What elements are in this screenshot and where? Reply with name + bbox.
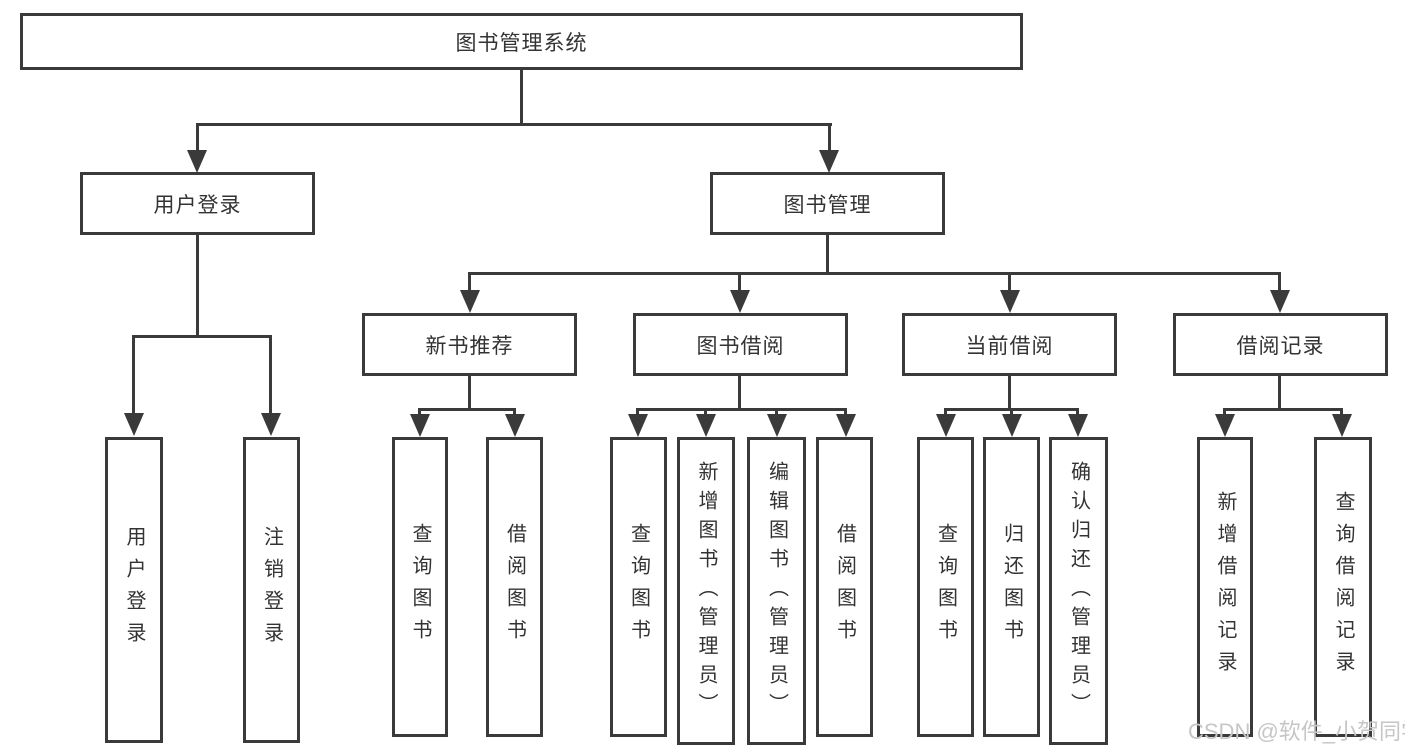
node-book-borrow-label: 图书借阅 [696,334,785,358]
leaf-logout-label: 注销登录 [260,526,283,654]
connector-mgmt-stem [826,235,829,272]
leaf-newbook-query-books: 查询图书 [392,437,448,737]
leaf-current-confirm-return-admin: 确认归还（管理员） [1049,437,1108,745]
connector-stem-cu-return [1010,408,1013,416]
connector-stem-bw-add [704,408,707,416]
connector-stem-leaf-logout [269,335,272,415]
arrow-nb-query [410,414,430,437]
leaf-current-confirm-return-admin-label: 确认归还（管理员） [1067,460,1090,722]
node-new-book-recommend-label: 新书推荐 [425,334,514,358]
connector-records-branch [1223,408,1343,411]
arrow-records [1270,290,1290,313]
connector-stem-records [1278,272,1281,292]
arrow-cu-confirm [1068,414,1088,437]
arrow-leaf-login [124,413,144,436]
leaf-records-query-record: 查询借阅记录 [1314,437,1372,737]
leaf-newbook-query-books-label: 查询图书 [409,523,431,651]
leaf-records-add-record: 新增借阅记录 [1197,437,1253,737]
connector-borrow-stem [738,376,741,410]
leaf-current-return-books: 归还图书 [983,437,1040,737]
leaf-newbook-borrow-books-label: 借阅图书 [503,523,526,651]
leaf-records-add-record-label: 新增借阅记录 [1214,491,1236,683]
connector-stem-user-login [196,123,199,152]
connector-newbook-stem [468,376,471,410]
leaf-current-query-books: 查询图书 [917,437,974,737]
connector-borrow-branch [636,408,847,411]
arrow-user-login [187,150,207,173]
connector-stem-borrow [738,272,741,292]
arrow-nb-borrow [505,414,525,437]
csdn-watermark: CSDN @软件_小贺同学 [1188,719,1405,744]
connector-stem-current [1008,272,1011,292]
connector-stem-bw-borrow [844,408,847,416]
connector-current-stem [1008,376,1011,410]
node-root-label: 图书管理系统 [455,31,588,55]
connector-stem-cu-query [944,408,947,416]
arrow-newbook [460,290,480,313]
node-borrow-records: 借阅记录 [1173,313,1388,376]
connector-mgmt-branch [468,272,1281,275]
arrow-bw-edit [767,414,787,437]
leaf-logout: 注销登录 [243,437,300,743]
node-new-book-recommend: 新书推荐 [362,313,577,376]
arrow-bw-query [628,414,648,437]
leaf-records-query-record-label: 查询借阅记录 [1332,491,1354,683]
leaf-borrow-borrow-books: 借阅图书 [816,437,873,737]
connector-stem-bw-query [636,408,639,416]
leaf-user-login: 用户登录 [105,437,163,743]
leaf-newbook-borrow-books: 借阅图书 [486,437,543,737]
node-book-management-label: 图书管理 [783,193,872,217]
connector-root-branch [196,123,832,126]
connector-stem-rc-add [1223,408,1226,416]
connector-stem-newbook [468,272,471,292]
arrow-rc-add [1215,414,1235,437]
arrow-cu-return [1002,414,1022,437]
arrow-current [1000,290,1020,313]
arrow-borrow [730,290,750,313]
connector-login-stem [196,235,199,337]
leaf-user-login-label: 用户登录 [123,526,145,654]
connector-stem-leaf-login [132,335,135,415]
connector-login-branch [132,335,272,338]
node-root: 图书管理系统 [20,13,1023,70]
connector-root-stem [520,70,523,123]
connector-stem-rc-query [1340,408,1343,416]
arrow-book-mgmt [819,150,839,173]
node-current-borrow: 当前借阅 [902,313,1117,376]
node-book-management: 图书管理 [710,172,945,235]
leaf-borrow-borrow-books-label: 借阅图书 [833,523,856,651]
arrow-cu-query [936,414,956,437]
node-borrow-records-label: 借阅记录 [1236,334,1325,358]
arrow-rc-query [1332,414,1352,437]
leaf-borrow-add-books-admin: 新增图书（管理员） [677,437,735,745]
leaf-borrow-edit-books-admin: 编辑图书（管理员） [747,437,806,745]
connector-stem-cu-confirm [1076,408,1079,416]
node-current-borrow-label: 当前借阅 [965,334,1054,358]
leaf-borrow-query-books-label: 查询图书 [627,523,650,651]
connector-newbook-branch [418,408,516,411]
leaf-current-query-books-label: 查询图书 [934,523,957,651]
connector-stem-nb-borrow [513,408,516,416]
node-book-borrow: 图书借阅 [633,313,848,376]
connector-records-stem [1278,376,1281,410]
arrow-bw-add [696,414,716,437]
node-user-login-branch: 用户登录 [80,172,315,235]
leaf-current-return-books-label: 归还图书 [1000,523,1023,651]
leaf-borrow-query-books: 查询图书 [610,437,667,737]
connector-stem-nb-query [418,408,421,416]
connector-stem-book-mgmt [828,123,831,152]
arrow-bw-borrow [836,414,856,437]
arrow-leaf-logout [261,413,281,436]
leaf-borrow-edit-books-admin-label: 编辑图书（管理员） [765,460,788,722]
node-user-login-label: 用户登录 [153,193,242,217]
leaf-borrow-add-books-admin-label: 新增图书（管理员） [695,460,717,722]
connector-stem-bw-edit [775,408,778,416]
